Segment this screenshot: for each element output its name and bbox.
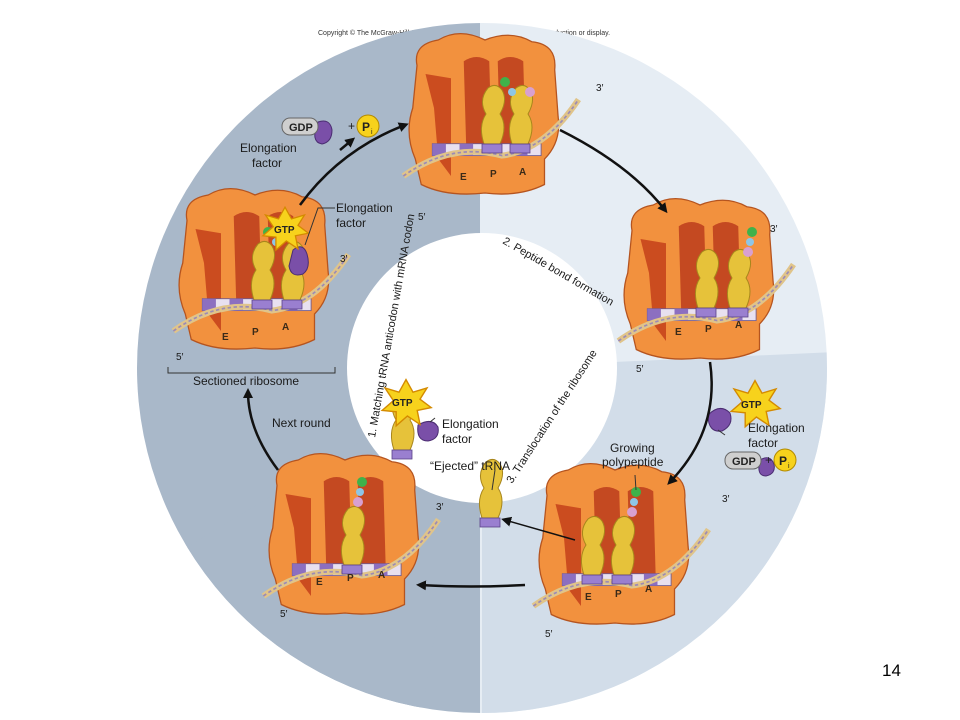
pi-circle [356, 114, 380, 138]
eject-arrow [501, 516, 576, 541]
svg-text:3′: 3′ [722, 494, 730, 505]
gdp-label: GDP [289, 122, 313, 134]
svg-text:A: A [282, 322, 289, 333]
label-elongation-step1: Elongation [336, 201, 393, 215]
svg-text:E: E [460, 172, 467, 183]
plus-sign: + [348, 119, 355, 133]
svg-text:A: A [645, 584, 652, 595]
site-labels: E P A E P A E P A E P A E P A [222, 167, 742, 603]
pi-subscript: i [371, 129, 373, 136]
svg-text:3′: 3′ [770, 224, 778, 235]
svg-text:P: P [615, 589, 622, 600]
curved-arrow-top-left [298, 122, 409, 206]
gdp-pill [724, 451, 762, 470]
label-ejected-trna: “Ejected” tRNA [430, 459, 510, 473]
svg-text:5′: 5′ [636, 364, 644, 375]
svg-text:P: P [252, 327, 259, 338]
svg-text:3′: 3′ [596, 83, 604, 94]
gtp-label-center: GTP [392, 398, 413, 409]
svg-text:P: P [705, 324, 712, 335]
pi-label-right: P [779, 454, 787, 468]
curved-arrow-right [667, 361, 713, 485]
label-elongation-top-left: Elongation [240, 141, 297, 155]
leader-lines [167, 207, 726, 491]
mrna-end-labels: 5′ 3′ 5′ 3′ 5′ 3′ 5′ 3′ 5′ 3′ [176, 83, 778, 640]
inner-circle [347, 233, 617, 503]
gdp-pill [281, 117, 319, 136]
label-next-round: Next round [272, 416, 331, 430]
label-factor-right: factor [748, 436, 778, 450]
gtp-label-step1: GTP [274, 225, 295, 236]
svg-text:E: E [222, 332, 229, 343]
svg-text:A: A [735, 320, 742, 331]
svg-text:5′: 5′ [418, 212, 426, 223]
svg-text:E: E [675, 327, 682, 338]
svg-text:5′: 5′ [280, 609, 288, 620]
gtp-label-right: GTP [741, 400, 762, 411]
svg-text:E: E [585, 592, 592, 603]
pi-label: P [362, 120, 370, 134]
svg-text:A: A [519, 167, 526, 178]
curved-arrow-top-right [559, 128, 668, 214]
label-elongation-center: Elongation [442, 417, 499, 431]
svg-text:E: E [316, 577, 323, 588]
svg-text:5′: 5′ [545, 629, 553, 640]
label-factor-step1: factor [336, 216, 366, 230]
label-elongation-right: Elongation [748, 421, 805, 435]
plus-sign-right: + [765, 453, 772, 467]
curved-arrow-bottom [416, 580, 526, 591]
svg-text:5′: 5′ [176, 352, 184, 363]
pi-circle [773, 448, 797, 472]
svg-text:P: P [490, 169, 497, 180]
label-factor-top-left: factor [252, 156, 282, 170]
elongation-factor-blob-icon [288, 120, 775, 477]
svg-text:3′: 3′ [436, 502, 444, 513]
pi-subscript-right: i [788, 463, 790, 470]
label-growing: Growing [610, 441, 655, 455]
label-polypeptide: polypeptide [602, 455, 664, 469]
label-factor-center: factor [442, 432, 472, 446]
page-number: 14 [882, 661, 901, 680]
svg-text:3′: 3′ [340, 254, 348, 265]
svg-text:A: A [378, 570, 385, 581]
gdp-label-right: GDP [732, 456, 756, 468]
label-sectioned-ribosome: Sectioned ribosome [193, 374, 299, 388]
curved-arrow-left [243, 388, 280, 471]
svg-text:P: P [347, 573, 354, 584]
cycle-arrows [243, 122, 713, 591]
